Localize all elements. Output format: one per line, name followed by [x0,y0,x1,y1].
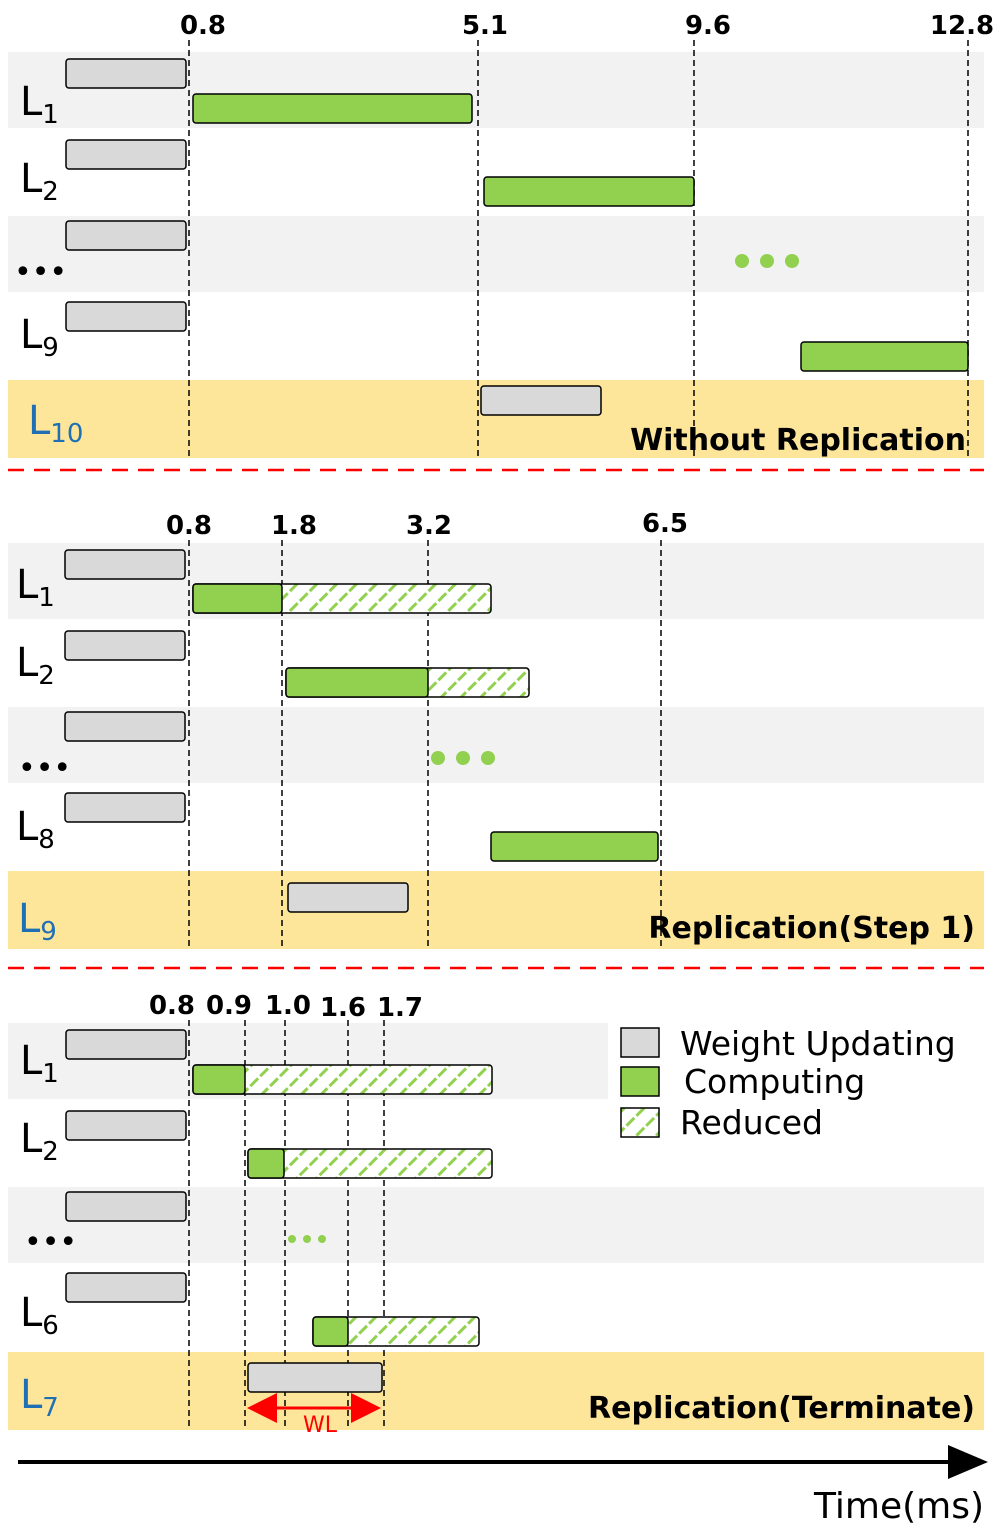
tick-label: 6.5 [642,509,688,539]
weight-updating-bar [65,301,187,332]
time-axis-label: Time(ms) [813,1486,984,1527]
weight-updating-bar [65,220,187,251]
weight-updating-bar [64,711,186,742]
legend-reduced-label: Reduced [680,1103,823,1142]
weight-updating-bar [65,1272,187,1303]
panel-without-replication: 0.8 5.1 9.6 12.8 L1 L2 ••• L9 L10 Withou… [8,11,994,458]
row-label: L2 [16,640,55,691]
computing-bar [490,831,659,862]
tick-label: 1.8 [271,511,317,541]
weight-updating-bar [64,792,186,823]
tick-label: 9.6 [685,11,731,41]
row-label: L1 [20,79,59,130]
tick-label: 0.8 [149,991,195,1021]
replica-row-label: L7 [20,1372,59,1423]
weight-updating-bar [65,1029,187,1060]
row-label: L9 [20,312,59,363]
time-axis: Time(ms) [18,1445,988,1527]
row-label: L1 [20,1038,59,1089]
weight-updating-bar [287,882,409,913]
legend-reduced-swatch [620,1107,660,1138]
tick-label: 1.0 [265,991,311,1021]
weight-updating-bar [65,139,187,170]
row-label: L2 [20,156,59,207]
tick-label: 5.1 [462,11,508,41]
weight-updating-bar [65,1110,187,1141]
computing-bar [247,1148,285,1179]
tick-label: 12.8 [930,11,994,41]
row-label: L6 [20,1290,59,1341]
legend: Weight Updating Computing Reduced [620,1024,956,1142]
row-ellipsis: ••• [24,1225,77,1260]
tick-label: 0.8 [166,511,212,541]
tick-label: 3.2 [406,511,452,541]
legend-weight-updating-label: Weight Updating [680,1024,956,1063]
weight-updating-bar [64,549,186,580]
weight-updating-bar [480,385,602,416]
computing-bar [483,176,695,207]
ellipsis-dots [288,1235,326,1243]
legend-computing-label: Computing [684,1062,865,1101]
computing-bar [285,667,429,698]
computing-bar [800,341,969,372]
replica-row-background [8,871,984,949]
panel-caption: Without Replication [630,423,966,458]
time-axis-arrowhead [948,1445,988,1479]
computing-bar [192,583,283,614]
computing-bar [312,1316,349,1347]
wl-label: WL [303,1413,338,1438]
weight-updating-bar [247,1362,383,1393]
tick-label: 0.8 [180,11,226,41]
legend-computing-swatch [620,1066,660,1097]
row-label: L8 [16,804,55,855]
replica-row-background [8,1352,984,1430]
row-ellipsis: ••• [18,751,71,786]
ellipsis-dots [431,751,495,765]
row-label: L1 [16,562,55,613]
tick-label: 1.6 [320,993,366,1023]
weight-updating-bar [64,630,186,661]
tick-label: 0.9 [206,991,252,1021]
computing-bar [192,1064,246,1095]
row-ellipsis: ••• [14,255,67,290]
panel-replication-terminate: 0.8 0.9 1.0 1.6 1.7 L1 L2 ••• L6 L7 [8,991,984,1438]
replica-row-label: L9 [18,896,57,947]
tick-label: 1.7 [377,993,423,1023]
row-label: L2 [20,1116,59,1167]
weight-updating-bar [65,1191,187,1222]
ellipsis-dots [735,254,799,268]
replica-row-label: L10 [28,398,83,449]
panel-caption: Replication(Terminate) [588,1391,975,1426]
legend-weight-updating-swatch [620,1027,660,1058]
computing-bar [192,93,473,124]
weight-updating-bar [65,58,187,89]
panel-caption: Replication(Step 1) [648,911,975,946]
panel-replication-step-1: 0.8 1.8 3.2 6.5 L1 L2 ••• L8 L9 Replicat… [8,509,984,949]
